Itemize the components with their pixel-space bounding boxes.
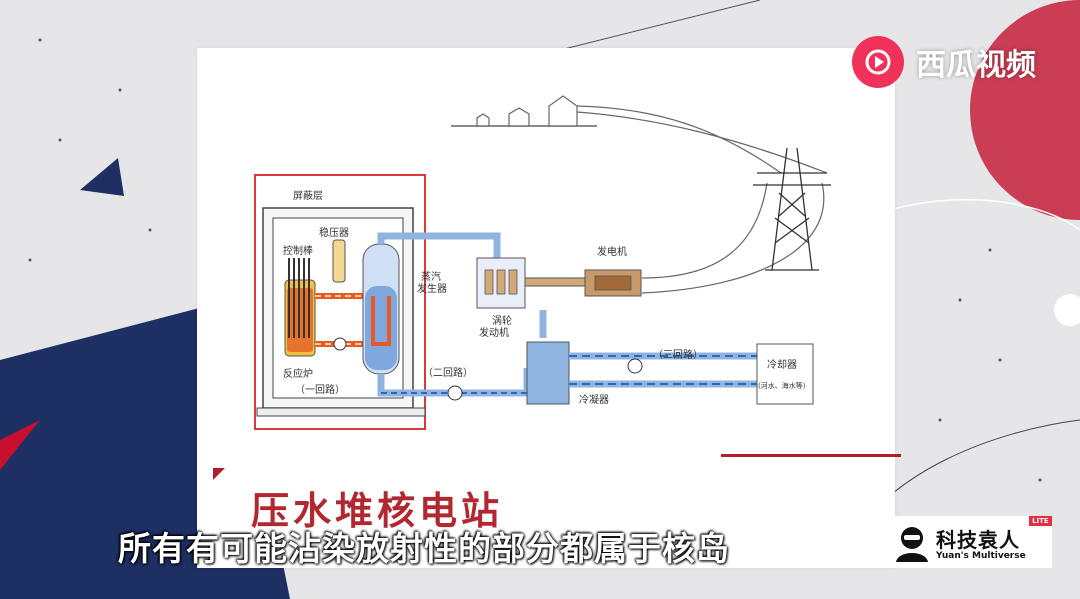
pwr-diagram: 屏蔽层 稳压器 控制棒 蒸汽 发生器 反应炉 （一回路） （二回路） （三回路）… xyxy=(254,95,831,430)
slide-title-area: 压水堆核电站 xyxy=(211,454,901,548)
condenser xyxy=(526,341,570,405)
lite-badge: LITE xyxy=(1029,515,1052,526)
secondary-steam-pipe xyxy=(377,232,501,258)
power-wire-1 xyxy=(576,105,782,174)
transmission-tower xyxy=(753,147,831,271)
label-condenser: 冷凝器 xyxy=(579,393,609,406)
primary-pump xyxy=(333,337,347,351)
label-control-rods: 控制棒 xyxy=(283,244,313,257)
label-turbine-2: 发动机 xyxy=(479,326,509,339)
label-generator: 发电机 xyxy=(597,245,627,258)
pressurizer xyxy=(332,239,346,283)
label-loop1: （一回路） xyxy=(295,383,345,396)
tertiary-pump xyxy=(627,358,643,374)
platform-name: 西瓜视频 xyxy=(916,48,1036,83)
label-steam-gen-1: 蒸汽 xyxy=(421,270,441,283)
houses xyxy=(476,95,578,127)
gen-wire-2 xyxy=(641,182,825,294)
title-accent-line xyxy=(721,454,901,457)
channel-subtitle: Yuan's Multiverse xyxy=(936,550,1026,561)
containment-highlight xyxy=(254,174,426,430)
channel-avatar-icon xyxy=(896,527,928,562)
label-steam-gen-2: 发生器 xyxy=(417,282,447,295)
secondary-pump xyxy=(447,385,463,401)
cooler xyxy=(756,343,814,405)
label-pressurizer: 稳压器 xyxy=(319,226,349,239)
play-icon xyxy=(852,36,904,88)
slide-panel: 屏蔽层 稳压器 控制棒 蒸汽 发生器 反应炉 （一回路） （二回路） （三回路）… xyxy=(197,48,901,568)
platform-watermark: 西瓜视频 xyxy=(852,36,1036,88)
white-arc xyxy=(889,198,1080,231)
white-dot-right xyxy=(1054,294,1080,326)
turbine-shaft xyxy=(524,277,586,287)
label-loop3: （三回路） xyxy=(653,348,703,361)
label-cooler-note: (河水、海水等) xyxy=(758,381,806,390)
channel-name: 科技袁人 xyxy=(936,527,1020,552)
slide-title: 压水堆核电站 xyxy=(251,489,504,533)
control-rods xyxy=(288,258,310,338)
label-shield: 屏蔽层 xyxy=(293,190,323,202)
video-subtitle: 所有有可能沾染放射性的部分都属于核岛 xyxy=(118,529,730,568)
base-slab xyxy=(256,407,426,417)
title-accent-mark xyxy=(213,468,225,480)
label-cooler: 冷却器 xyxy=(767,358,797,371)
steam-gen-water xyxy=(365,286,397,370)
diagonal-line xyxy=(559,0,761,51)
label-reactor: 反应炉 xyxy=(283,367,313,380)
gen-wire-1 xyxy=(641,182,768,279)
channel-badge: 科技袁人 Yuan's Multiverse LITE xyxy=(852,515,1052,568)
red-circle-right xyxy=(970,0,1080,220)
label-turbine-1: 涡轮 xyxy=(492,314,512,327)
scatter-dots xyxy=(28,38,1042,482)
power-wire-2 xyxy=(576,111,828,174)
navy-triangle xyxy=(80,158,124,196)
red-shape-left xyxy=(0,420,40,470)
label-loop2: （二回路） xyxy=(423,366,473,379)
